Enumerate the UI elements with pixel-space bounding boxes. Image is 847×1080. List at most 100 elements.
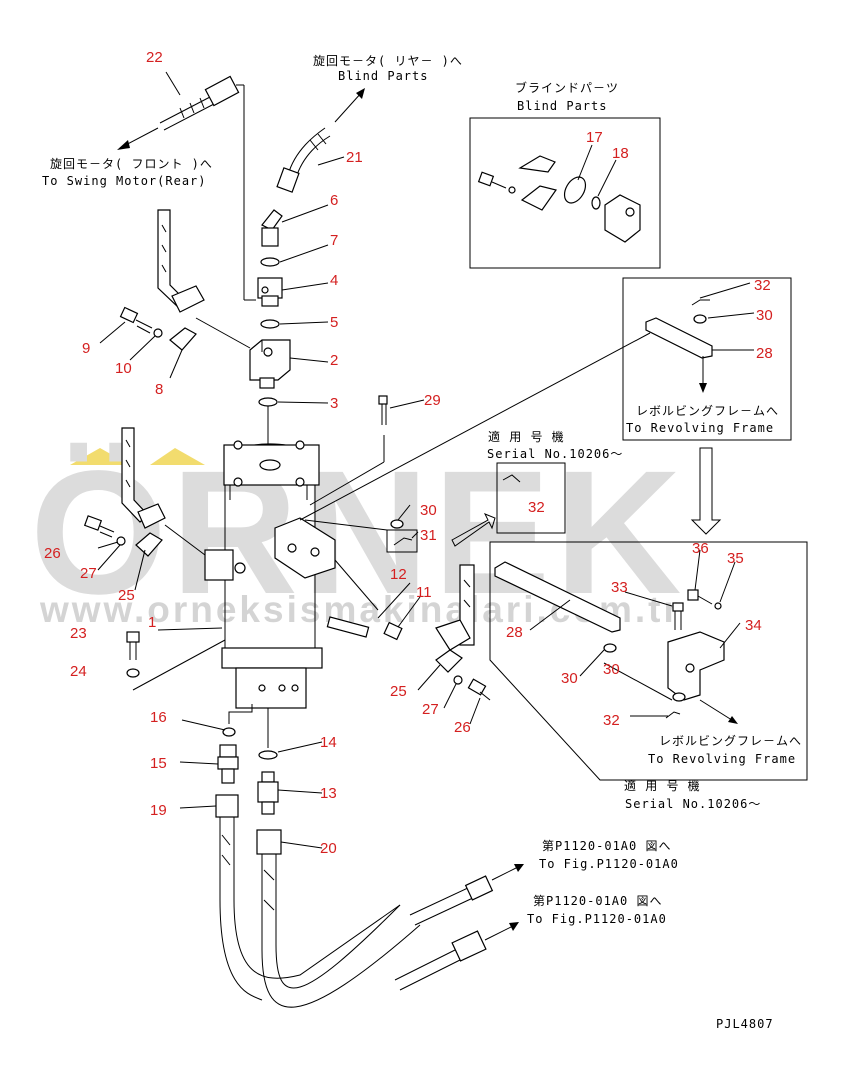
label-serial-1: Serial No.10206～ <box>487 447 623 461</box>
label-fig-en-2: To Fig.P1120-01A0 <box>527 912 667 926</box>
o-ring-16 <box>222 727 236 737</box>
label-fig-jp-1: 第P1120-01A0 図へ <box>542 839 671 853</box>
part-number-15: 15 <box>150 755 167 772</box>
label-serial-2: Serial No.10206～ <box>625 797 761 811</box>
part-number-32-serial: 32 <box>528 499 545 516</box>
part-number-30-top: 30 <box>756 307 773 324</box>
drawing-number: PJL4807 <box>716 1017 774 1031</box>
washer-30-top <box>693 314 707 324</box>
nut-11 <box>383 621 403 641</box>
bolt-36 <box>687 589 713 605</box>
pin-29 <box>309 395 388 506</box>
part-number-8: 8 <box>155 381 163 398</box>
part-number-32-top: 32 <box>754 277 771 294</box>
pin-33 <box>672 602 684 630</box>
logo-accent-right <box>150 448 205 465</box>
part-number-34: 34 <box>745 617 762 634</box>
logo-accent-left <box>70 448 130 465</box>
blind-bolt <box>477 171 507 189</box>
label-revolving-jp-2: レボルビングフレ－ムへ <box>659 734 802 748</box>
label-blind-en: Blind Parts <box>517 99 607 113</box>
bolt-12 <box>326 616 370 638</box>
part-number-33: 33 <box>611 579 628 596</box>
ring-17 <box>563 176 587 204</box>
o-ring-18 <box>591 196 601 210</box>
hose-20 <box>233 829 421 1008</box>
serial-box-32 <box>496 462 566 534</box>
pin-32-bottom <box>665 711 681 719</box>
pipe-upper-left <box>157 209 251 349</box>
part-number-13: 13 <box>320 785 337 802</box>
part-number-1: 1 <box>148 614 156 631</box>
part-number-10: 10 <box>115 360 132 377</box>
label-swing-rear-jp: 旋回モ－タ( リヤ－ )へ <box>313 54 463 68</box>
blind-parts-box <box>469 117 661 269</box>
bolt-26-left <box>83 515 115 538</box>
o-ring-14 <box>258 750 278 760</box>
fitting-15 <box>217 744 239 784</box>
part-number-30-bracket: 30 <box>561 670 578 687</box>
washer-35 <box>714 602 722 610</box>
part-number-27-right: 27 <box>422 701 439 718</box>
part-number-20: 20 <box>320 840 337 857</box>
arrow-down <box>690 447 722 535</box>
part-number-26-left: 26 <box>44 545 61 562</box>
part-number-36: 36 <box>692 540 709 557</box>
o-ring-5 <box>260 319 280 329</box>
label-applicable-jp-1: 適 用 号 機 <box>488 429 565 444</box>
part-number-21: 21 <box>346 149 363 166</box>
part-number-31: 31 <box>420 527 437 544</box>
hose-to-fig-2 <box>394 922 519 991</box>
plate-28-top <box>645 317 713 359</box>
washer-27-left <box>116 536 126 546</box>
fitting-13 <box>257 771 279 815</box>
part-number-3: 3 <box>330 395 338 412</box>
part-number-35: 35 <box>727 550 744 567</box>
fitting-6 <box>261 209 283 247</box>
fitting-4 <box>257 277 283 307</box>
tank-1 <box>204 440 336 709</box>
part-number-labels: 22 21 6 7 4 5 2 3 9 10 8 17 18 29 32 30 … <box>44 49 773 857</box>
pipe-lower-left <box>121 427 206 557</box>
part-number-6: 6 <box>330 192 338 209</box>
revolving-frame-box-1 <box>622 277 792 441</box>
bolt-26-right <box>467 678 491 701</box>
part-number-14: 14 <box>320 734 337 751</box>
bracket-34 <box>667 631 725 701</box>
part-number-17: 17 <box>586 129 603 146</box>
washer-27-right <box>453 675 463 685</box>
part-number-28-top: 28 <box>756 345 773 362</box>
part-number-27-left: 27 <box>80 565 97 582</box>
label-blind-jp: ブラインドパ－ツ <box>515 80 619 95</box>
bolt-9 <box>119 306 153 334</box>
hose-22 <box>117 75 256 301</box>
o-ring-7 <box>260 257 280 267</box>
part-number-18: 18 <box>612 145 629 162</box>
label-swing-rear-en: Blind Parts <box>338 69 428 83</box>
part-number-25-right: 25 <box>390 683 407 700</box>
part-number-9: 9 <box>82 340 90 357</box>
label-fig-en-1: To Fig.P1120-01A0 <box>539 857 679 871</box>
washer-30-mid <box>390 519 404 529</box>
half-flange-8 <box>169 327 197 351</box>
part-number-16: 16 <box>150 709 167 726</box>
bolt-23 <box>126 631 140 660</box>
washer-30-bottom <box>603 643 617 653</box>
hose-to-fig-1 <box>409 864 524 926</box>
blind-block <box>604 194 641 243</box>
leader-lines <box>97 71 755 849</box>
part-number-26-right: 26 <box>454 719 471 736</box>
part-number-19: 19 <box>150 802 167 819</box>
washer-30-bracket <box>672 692 686 702</box>
part-number-2: 2 <box>330 352 338 369</box>
label-revolving-en-2: To Revolving Frame <box>648 752 796 766</box>
hose-21 <box>276 88 365 193</box>
plate-28-bottom <box>494 561 621 633</box>
part-number-25-left: 25 <box>118 587 135 604</box>
part-number-29: 29 <box>424 392 441 409</box>
box-31 <box>386 529 418 553</box>
part-number-32-bottom: 32 <box>603 712 620 729</box>
washer-24 <box>126 668 140 678</box>
part-number-28-bottom: 28 <box>506 624 523 641</box>
part-number-24: 24 <box>70 663 87 680</box>
